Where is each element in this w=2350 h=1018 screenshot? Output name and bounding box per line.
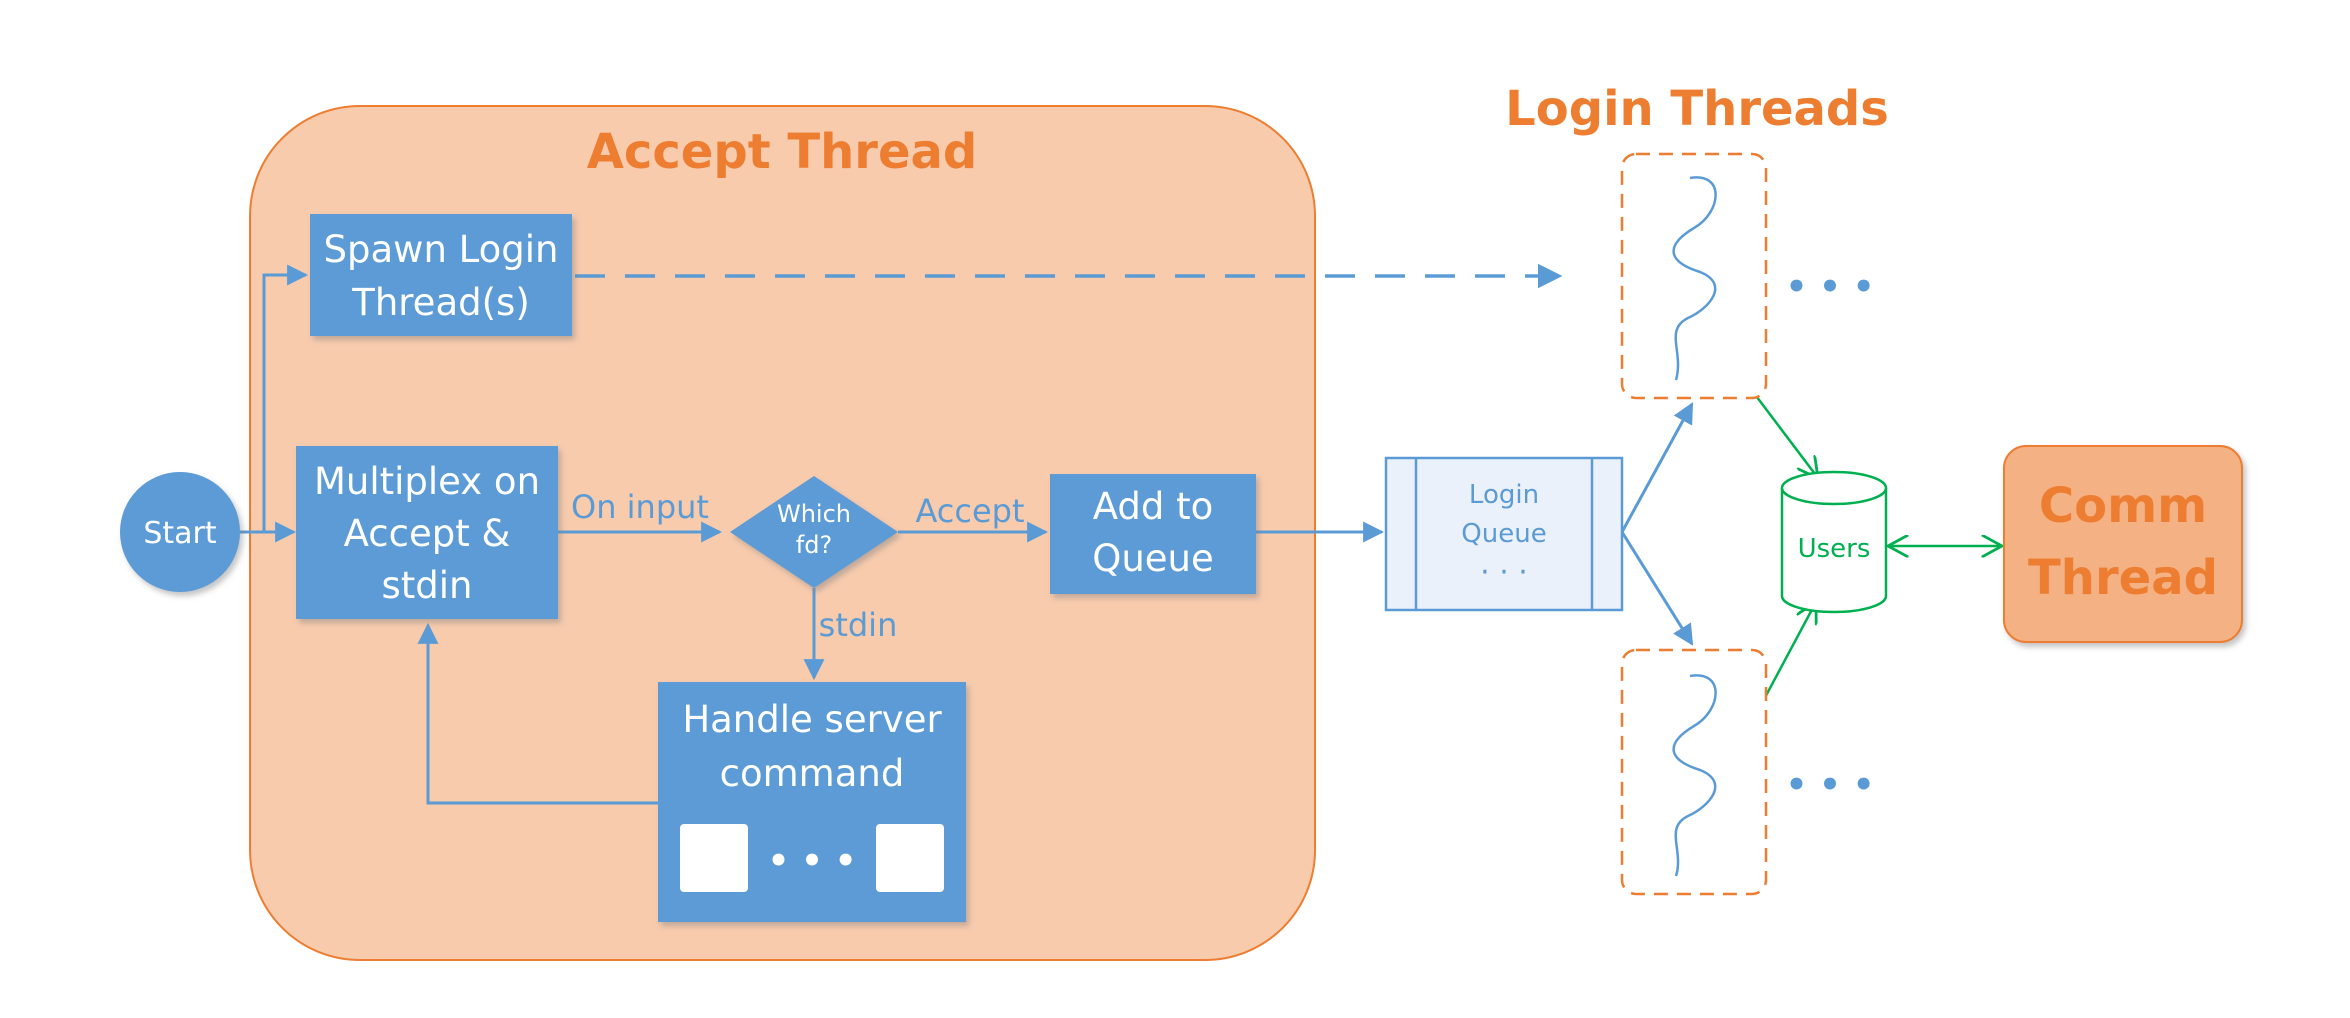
login-thread-top: [1620, 152, 1768, 400]
queue-label-line2: Queue: [1461, 519, 1546, 549]
users-database: Users: [1780, 470, 1888, 614]
edge-handle-to-multiplex: [417, 622, 658, 805]
login-queue-node: Login Queue · · ·: [1384, 456, 1624, 612]
add-label-line2: Queue: [1092, 537, 1214, 580]
login-threads-ellipsis-bottom: • • •: [1786, 765, 1875, 805]
multiplex-label-line1: Multiplex on: [314, 460, 540, 503]
handle-subtask-right: [876, 824, 944, 892]
handle-subtask-dots: • • •: [768, 841, 857, 881]
queue-label-line1: Login: [1469, 480, 1539, 510]
handle-label-line2: command: [720, 752, 905, 795]
thread-squiggle-icon: [1672, 176, 1717, 381]
login-thread-bottom: [1620, 648, 1768, 896]
start-node: Start: [120, 472, 240, 592]
add-label-line1: Add to: [1093, 485, 1214, 528]
start-label: Start: [143, 516, 217, 551]
multiplex-label-line2: Accept &: [344, 512, 511, 555]
spawn-login-threads-node: Spawn Login Thread(s): [310, 214, 572, 336]
login-threads-ellipsis-top: • • •: [1786, 267, 1875, 307]
login-threads-title: Login Threads: [1505, 81, 1889, 137]
comm-label-line2: Thread: [2028, 550, 2218, 606]
edge-queue-to-thread-bottom: [1620, 531, 1694, 646]
thread-squiggle-icon: [1672, 674, 1717, 877]
spawn-label-line2: Thread(s): [351, 281, 530, 324]
multiplex-label-line3: stdin: [381, 564, 472, 607]
add-to-queue-node: Add to Queue: [1050, 474, 1256, 594]
edge-label-stdin: stdin: [819, 606, 898, 644]
edge-label-accept: Accept: [915, 492, 1024, 530]
handle-server-command-node: Handle server command • • •: [658, 682, 966, 922]
multiplex-node: Multiplex on Accept & stdin: [296, 446, 558, 619]
users-label: Users: [1798, 534, 1871, 564]
handle-subtask-left: [680, 824, 748, 892]
which-label-line2: fd?: [796, 531, 832, 559]
comm-thread-node: Comm Thread: [2003, 445, 2243, 643]
edge-queue-to-thread-top: [1620, 402, 1694, 533]
comm-label-line1: Comm: [2039, 478, 2207, 534]
queue-label-dots: · · ·: [1480, 555, 1528, 590]
spawn-label-line1: Spawn Login: [324, 228, 559, 271]
edge-label-on-input: On input: [571, 488, 709, 526]
which-fd-decision: Which fd?: [730, 476, 898, 588]
which-label-line1: Which: [777, 500, 851, 528]
handle-label-line1: Handle server: [682, 698, 942, 741]
accept-thread-title: Accept Thread: [587, 124, 978, 180]
